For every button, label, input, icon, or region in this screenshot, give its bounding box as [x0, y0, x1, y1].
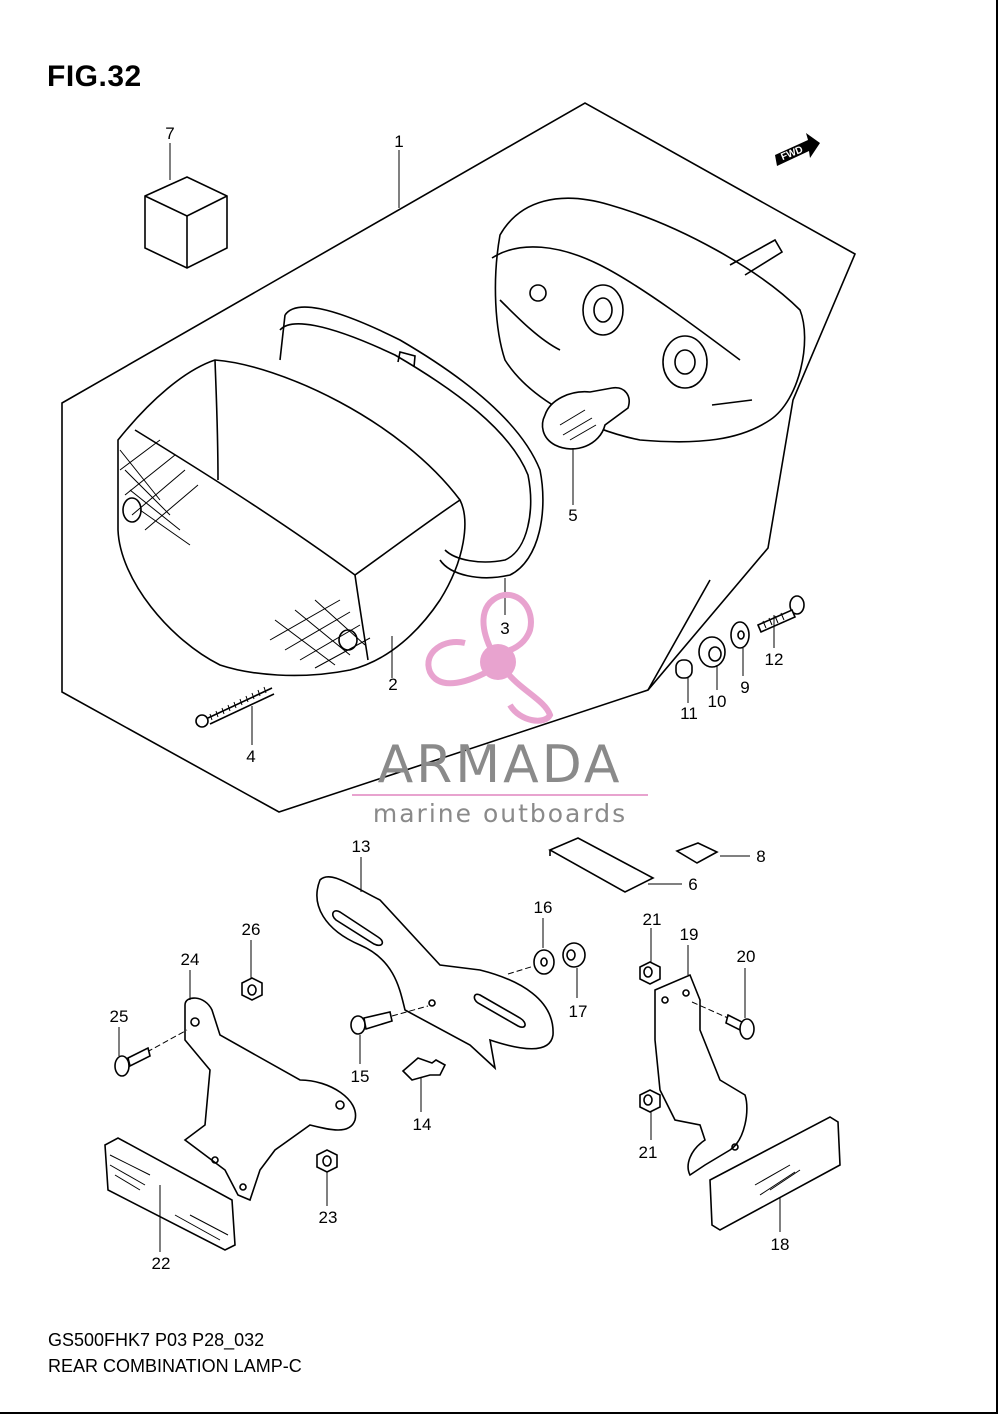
armada-logo-icon — [425, 591, 554, 724]
part-9-washer — [730, 621, 750, 649]
callout-5: 5 — [568, 506, 577, 525]
callout-15: 15 — [351, 1067, 370, 1086]
part-12-bolt — [756, 595, 805, 634]
callout-12: 12 — [765, 650, 784, 669]
callout-14: 14 — [413, 1115, 432, 1134]
part-7-cube — [144, 176, 228, 269]
callout-2: 2 — [388, 675, 397, 694]
part-23-nut — [316, 1149, 338, 1173]
part-3-gasket — [279, 306, 544, 579]
assembly-outline — [61, 102, 857, 813]
part-18-reflector — [709, 1116, 841, 1231]
part-14-pointer — [401, 1057, 447, 1081]
watermark-tagline: marine outboards — [373, 799, 627, 828]
callout-6: 6 — [688, 875, 697, 894]
part-20-screw — [725, 1013, 755, 1040]
part-25-screw — [114, 1046, 151, 1077]
callout-18: 18 — [771, 1235, 790, 1254]
footer-name: REAR COMBINATION LAMP-C — [48, 1356, 302, 1376]
hardware-leader — [647, 579, 711, 691]
part-2-lens — [117, 359, 466, 677]
part-17-collar — [562, 942, 586, 968]
callout-19: 19 — [680, 925, 699, 944]
callout-13: 13 — [352, 837, 371, 856]
callout-17: 17 — [569, 1002, 588, 1021]
part-8-pad — [675, 842, 719, 864]
callout-9: 9 — [740, 678, 749, 697]
callout-22: 22 — [152, 1254, 171, 1273]
callout-24: 24 — [181, 950, 200, 969]
callout-1: 1 — [394, 132, 403, 151]
callout-21-bottom: 21 — [639, 1143, 658, 1162]
callout-26: 26 — [242, 920, 261, 939]
part-10-grommet — [698, 636, 726, 668]
part-22-reflector — [104, 1137, 236, 1251]
part-24-bracket — [183, 997, 357, 1202]
part-26-nut — [241, 977, 263, 1001]
part-21-nut-bottom — [639, 1089, 661, 1113]
callout-7: 7 — [165, 124, 174, 143]
part-21-nut-top — [639, 961, 661, 985]
part-13-bracket — [316, 875, 554, 1071]
callout-numbers: 1 2 3 4 5 6 7 8 9 10 11 12 13 14 15 16 1… — [110, 124, 790, 1273]
callout-4: 4 — [246, 747, 255, 766]
callout-10: 10 — [708, 692, 727, 711]
part-19-bracket — [654, 973, 748, 1177]
part-4-screw — [195, 686, 275, 728]
callout-23: 23 — [319, 1208, 338, 1227]
part-5-bulb — [541, 386, 630, 450]
footer-code: GS500FHK7 P03 P28_032 — [48, 1330, 265, 1350]
part-11-collar — [675, 659, 693, 679]
callout-20: 20 — [737, 947, 756, 966]
part-6-strip — [548, 837, 655, 893]
watermark: ARMADA marine outboards — [352, 591, 648, 828]
callout-21-top: 21 — [643, 910, 662, 929]
fwd-arrow-icon: FWD — [775, 133, 820, 166]
callout-25: 25 — [110, 1007, 129, 1026]
part-16-washer — [533, 949, 555, 975]
callout-3: 3 — [500, 619, 509, 638]
callout-11: 11 — [680, 704, 698, 723]
callout-16: 16 — [534, 898, 553, 917]
part-15-bolt — [350, 1011, 393, 1035]
part-1-housing — [491, 197, 806, 443]
leader-lines — [118, 143, 781, 1252]
fwd-label: FWD — [779, 144, 804, 163]
figure-title: FIG.32 — [47, 60, 142, 93]
watermark-brand: ARMADA — [378, 735, 623, 795]
callout-8: 8 — [756, 847, 765, 866]
